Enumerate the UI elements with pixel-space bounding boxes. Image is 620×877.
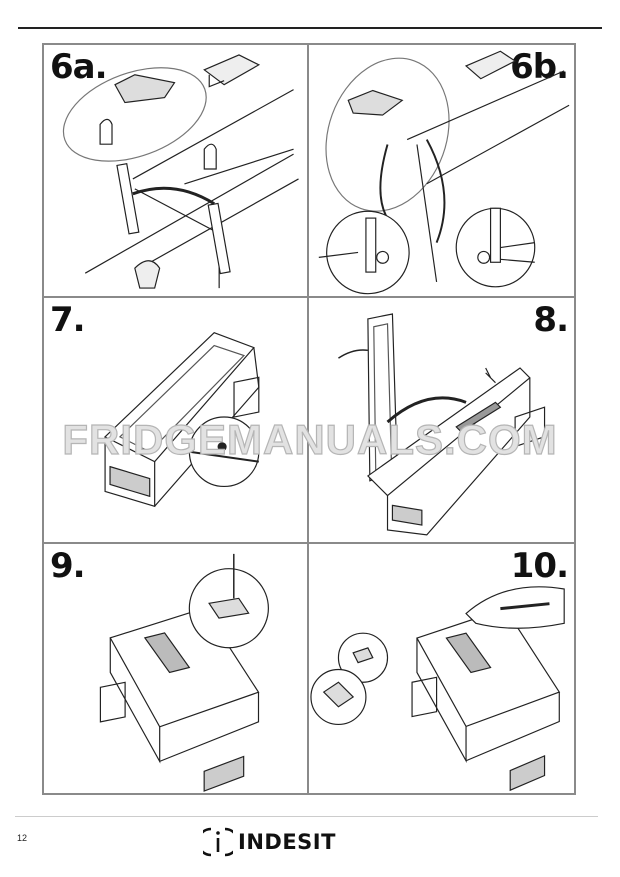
instruction-grid: 6a. 6b.	[42, 43, 576, 795]
step-label: 8.	[533, 300, 569, 340]
panel-step-8: 8.	[309, 298, 574, 544]
header-rule	[18, 27, 602, 29]
door-refitting-illustration	[338, 313, 546, 536]
step-label: 9.	[50, 546, 86, 586]
door-hinge-removal-illustration	[62, 54, 299, 289]
step-label: 6b.	[510, 47, 569, 87]
step-label: 10.	[510, 546, 569, 586]
panel-step-10: 10.	[309, 544, 574, 793]
panel-step-6a: 6a.	[44, 45, 309, 298]
fridge-tilted-illustration	[104, 332, 260, 508]
brand-logo: INDESIT	[203, 826, 336, 858]
top-hinge-fitting-illustration	[99, 553, 269, 792]
cover-fitting-illustration	[310, 586, 565, 792]
step-label: 7.	[50, 300, 86, 340]
brand-name: INDESIT	[238, 830, 336, 854]
panel-step-6b: 6b.	[309, 45, 574, 298]
panel-step-9: 9.	[44, 544, 309, 793]
door-hinge-reversal-illustration	[318, 50, 570, 295]
panel-step-7: 7.	[44, 298, 309, 544]
step-label: 6a.	[50, 47, 108, 87]
footer-rule	[15, 816, 598, 817]
page-number: 12	[17, 833, 28, 843]
indesit-i-icon	[203, 827, 233, 857]
